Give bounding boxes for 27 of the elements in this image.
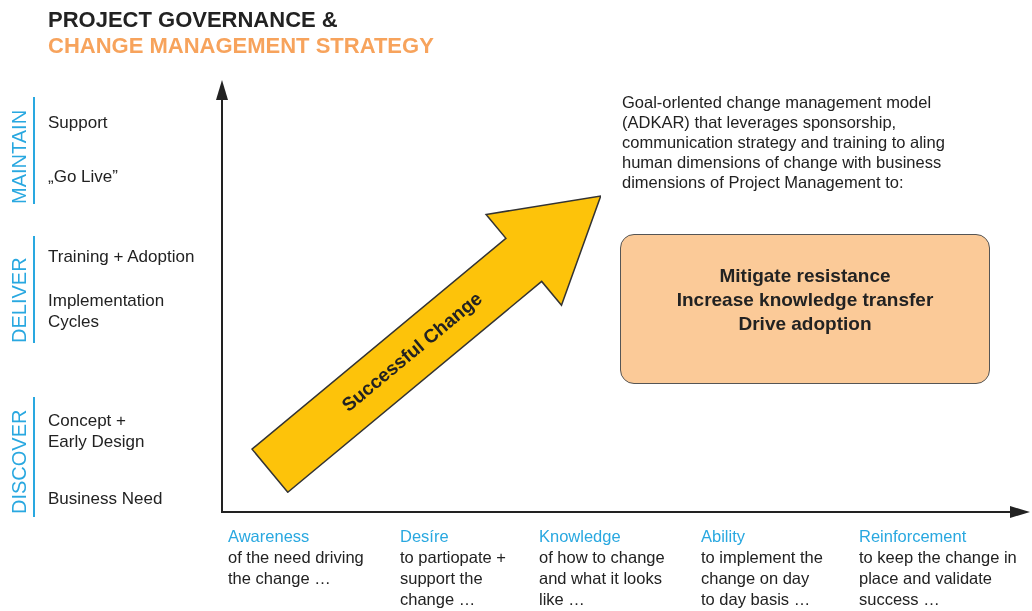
title: PROJECT GOVERNANCE &: [48, 7, 338, 33]
description-text: Goal-orlented change management model (ADKAR) that leverages sponsorship, communication strategy and training to aling human dimensions of change with business dimensions of Project Management to:: [622, 92, 946, 192]
stage-label: Implementation Cycles: [48, 290, 166, 332]
adkar-stage-description: to keep the change in place and validate success …: [859, 547, 1018, 610]
adkar-stage-heading: Ability: [701, 527, 745, 546]
adkar-stage-description: of the need driving the change …: [228, 547, 365, 589]
goal-box: [620, 234, 990, 384]
adkar-stage-heading: Reinforcement: [859, 527, 967, 546]
adkar-stage-description: to implement the change on day to day basis …: [701, 547, 824, 610]
adkar-stage-description: to partiopate + support the change …: [400, 547, 507, 610]
phase-label: MAINTAIN: [8, 109, 31, 204]
goal-text: Mitigate resistance: [719, 264, 891, 288]
stage-label: „Go Live”: [48, 166, 118, 187]
stage-label: Concept + Early Design: [48, 410, 146, 452]
adkar-stage-heading: Desíre: [400, 527, 449, 546]
stage-label: Business Need: [48, 488, 163, 509]
adkar-stage-description: of how to change and what it looks like …: [539, 547, 666, 610]
goal-text: Increase knowledge transfer: [676, 288, 934, 312]
adkar-stage-heading: Awareness: [228, 527, 310, 546]
adkar-stage-heading: Knowledge: [539, 527, 621, 546]
phase-label: DELIVER: [8, 257, 31, 343]
subtitle: CHANGE MANAGEMENT STRATEGY: [48, 33, 434, 59]
goal-text: Drive adoption: [738, 312, 872, 336]
stage-label: Training + Adoption: [48, 246, 195, 267]
stage-label: Support: [48, 112, 108, 133]
big-arrow: [250, 194, 602, 493]
phase-label: DISCOVER: [8, 409, 31, 514]
